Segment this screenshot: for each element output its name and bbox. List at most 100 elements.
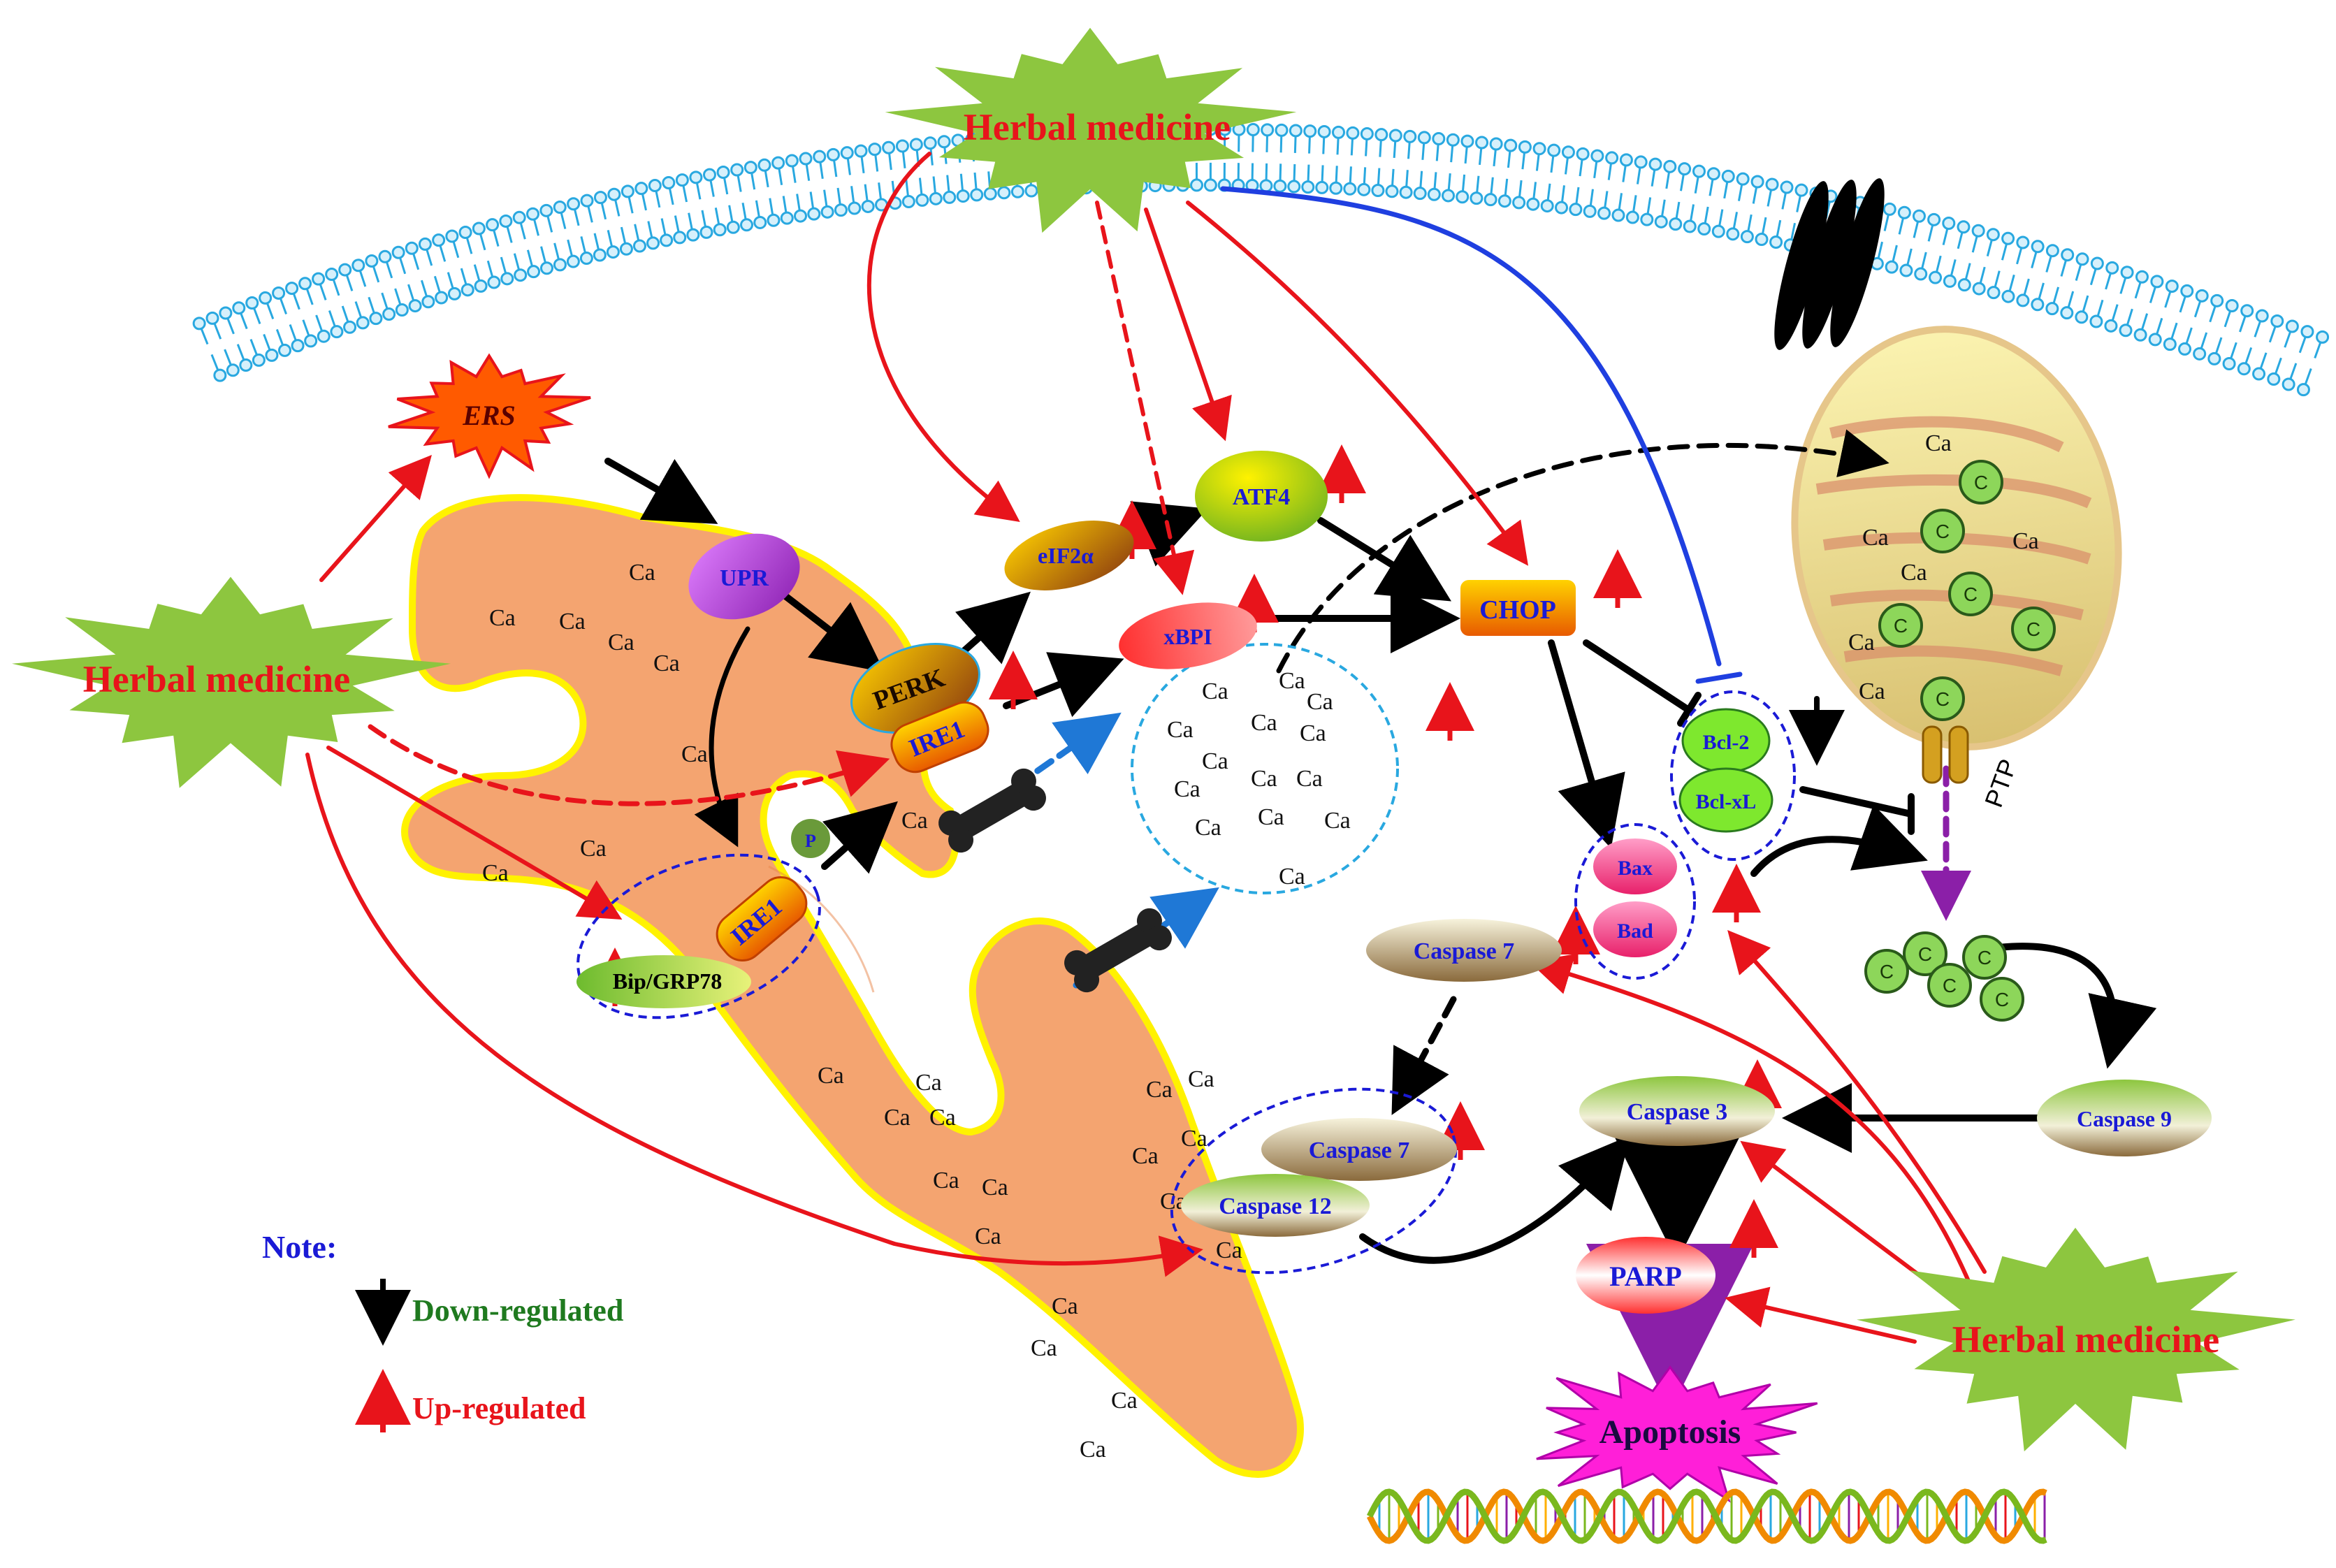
calcium-label: Ca	[884, 1105, 911, 1131]
calcium-label: Ca	[1901, 560, 1927, 586]
calcium-label: Ca	[1052, 1293, 1078, 1319]
arrow-bax-to-cytc	[1750, 804, 1928, 877]
caspase7-upper-node: Caspase 7	[1366, 919, 1562, 982]
svg-text:UPR: UPR	[720, 565, 769, 591]
arrow-ire1-to-xbp1	[1003, 652, 1124, 718]
calcium-label: Ca	[1300, 720, 1326, 746]
cytochrome-c-icon	[1959, 460, 2003, 504]
arrow-perk-to-eif2a	[954, 591, 1031, 665]
calcium-label: Ca	[1080, 1437, 1106, 1462]
calcium-label: Ca	[1251, 710, 1277, 736]
legend: Note: Down-regulated Up-regulated	[262, 1229, 623, 1432]
up-regulated-label: Up-regulated	[412, 1391, 586, 1425]
arrow-upr-to-ire1	[694, 626, 750, 848]
cytochrome-c-label: C	[1894, 615, 1908, 637]
calcium-label: Ca	[1132, 1143, 1159, 1169]
cytochrome-c-label: C	[1936, 688, 1950, 710]
ers-burst: ERS	[388, 353, 591, 479]
calcium-label: Ca	[629, 560, 655, 586]
calcium-label: Ca	[1181, 1126, 1207, 1152]
calcium-label: Ca	[1111, 1388, 1138, 1414]
calcium-label: Ca	[929, 1105, 956, 1131]
calcium-label: Ca	[1174, 776, 1200, 802]
arrow-upr-to-perk	[779, 590, 885, 673]
ire1-upper-node: IRE1	[890, 701, 989, 774]
calcium-label: Ca	[1296, 766, 1323, 792]
bclxl-node: Bcl-xL	[1678, 767, 1773, 833]
calcium-label: Ca	[1258, 804, 1284, 830]
bip-grp78-node: Bip/GRP78	[576, 955, 751, 1008]
calcium-label: Ca	[1216, 1237, 1242, 1263]
calcium-label: Ca	[1859, 678, 1885, 704]
cytochrome-c-icon	[1920, 676, 1965, 721]
calcium-label: Ca	[1279, 668, 1305, 694]
calcium-label: Ca	[2012, 528, 2039, 554]
svg-text:Bax: Bax	[1618, 857, 1653, 880]
arrow-herbal-to-ers	[319, 455, 432, 582]
cytochrome-c-icon	[1878, 603, 1923, 648]
calcium-label: Ca	[580, 836, 607, 862]
arrow-eif2a-to-atf4	[1129, 501, 1208, 567]
dna-helix-icon	[1366, 1488, 2047, 1544]
arrow-caspase7-to-caspase7	[1391, 996, 1457, 1115]
cytochrome-c-label: C	[1964, 583, 1978, 605]
bax-node: Bax	[1593, 839, 1677, 894]
calcium-label: Ca	[1251, 766, 1277, 792]
svg-text:Caspase 7: Caspase 7	[1309, 1138, 1410, 1163]
calcium-label: Ca	[915, 1070, 942, 1096]
caspase3-node: Caspase 3	[1579, 1076, 1775, 1146]
arrow-herbal-to-bad	[1727, 929, 1987, 1274]
down-regulated-label: Down-regulated	[412, 1293, 623, 1328]
bip-ire1-complex	[576, 853, 821, 1019]
herbal-medicine-left-label: Herbal medicine	[83, 658, 350, 700]
arrow-p-to-ire1	[821, 801, 898, 874]
calcium-label: Ca	[975, 1224, 1001, 1249]
caspase12-node: Caspase 12	[1181, 1174, 1370, 1237]
svg-text:Bad: Bad	[1617, 920, 1653, 943]
cytochrome-c-icon	[1864, 949, 1909, 994]
arrow-herbal-to-bip	[326, 746, 623, 920]
calcium-label: Ca	[1202, 678, 1228, 704]
calcium-label: Ca	[1202, 748, 1228, 774]
arrow-herbal-to-xbp1-dashed	[1095, 201, 1195, 595]
cytochrome-c-icon	[1980, 977, 2024, 1022]
arrow-atf4-to-chop	[1317, 517, 1452, 602]
caspase7-lower-node: Caspase 7	[1261, 1118, 1457, 1181]
svg-text:Caspase 12: Caspase 12	[1219, 1193, 1332, 1219]
er-calcium-channel-2	[1064, 908, 1172, 993]
apoptosis-burst: Apoptosis	[1536, 1365, 1818, 1503]
calcium-label: Ca	[559, 609, 586, 634]
arrow-herbal-to-caspase12	[305, 753, 1203, 1277]
arrow-bcl-to-ptp	[1799, 786, 1915, 818]
caspase9-node: Caspase 9	[2037, 1080, 2212, 1156]
arrow-caspase12-to-caspase3	[1359, 1135, 1631, 1264]
inhibit-herbal-to-bcl2	[1220, 186, 1722, 667]
phosphate-node: P	[791, 819, 830, 858]
calcium-label: Ca	[1167, 717, 1194, 743]
arrow-herbal-to-atf4	[1144, 208, 1232, 442]
ers-label: ERS	[462, 400, 516, 431]
calcium-label: Ca	[982, 1175, 1008, 1200]
caspase-complex	[1170, 1087, 1458, 1275]
cytochrome-c-icon	[1948, 572, 1993, 616]
herbal-medicine-top: Herbal medicine	[885, 27, 1297, 233]
er-calcium-channel-1	[938, 768, 1046, 853]
cytochrome-c-label: C	[1974, 472, 1988, 493]
cytochrome-c-label: C	[1995, 989, 2009, 1010]
cytochrome-c-label: C	[1918, 943, 1932, 965]
herbal-medicine-top-label: Herbal medicine	[964, 106, 1231, 148]
herbal-medicine-bottom-label: Herbal medicine	[1952, 1319, 2219, 1360]
svg-text:ATF4: ATF4	[1233, 484, 1290, 510]
calcium-label: Ca	[1324, 808, 1351, 834]
cytochrome-c-icon	[1903, 931, 1947, 976]
svg-text:eIF2α: eIF2α	[1038, 543, 1094, 568]
calcium-label: Ca	[1146, 1077, 1173, 1103]
arrow-herbal-to-chop	[1186, 201, 1529, 566]
bar-inhibit-bcl2	[1695, 672, 1743, 684]
arrow-ers-to-upr	[604, 458, 718, 524]
calcium-label: Ca	[1848, 630, 1875, 655]
svg-text:Bcl-2: Bcl-2	[1703, 731, 1750, 754]
chop-node: CHOP	[1460, 580, 1576, 636]
arrow-herbal-to-eif2a	[866, 152, 1020, 523]
